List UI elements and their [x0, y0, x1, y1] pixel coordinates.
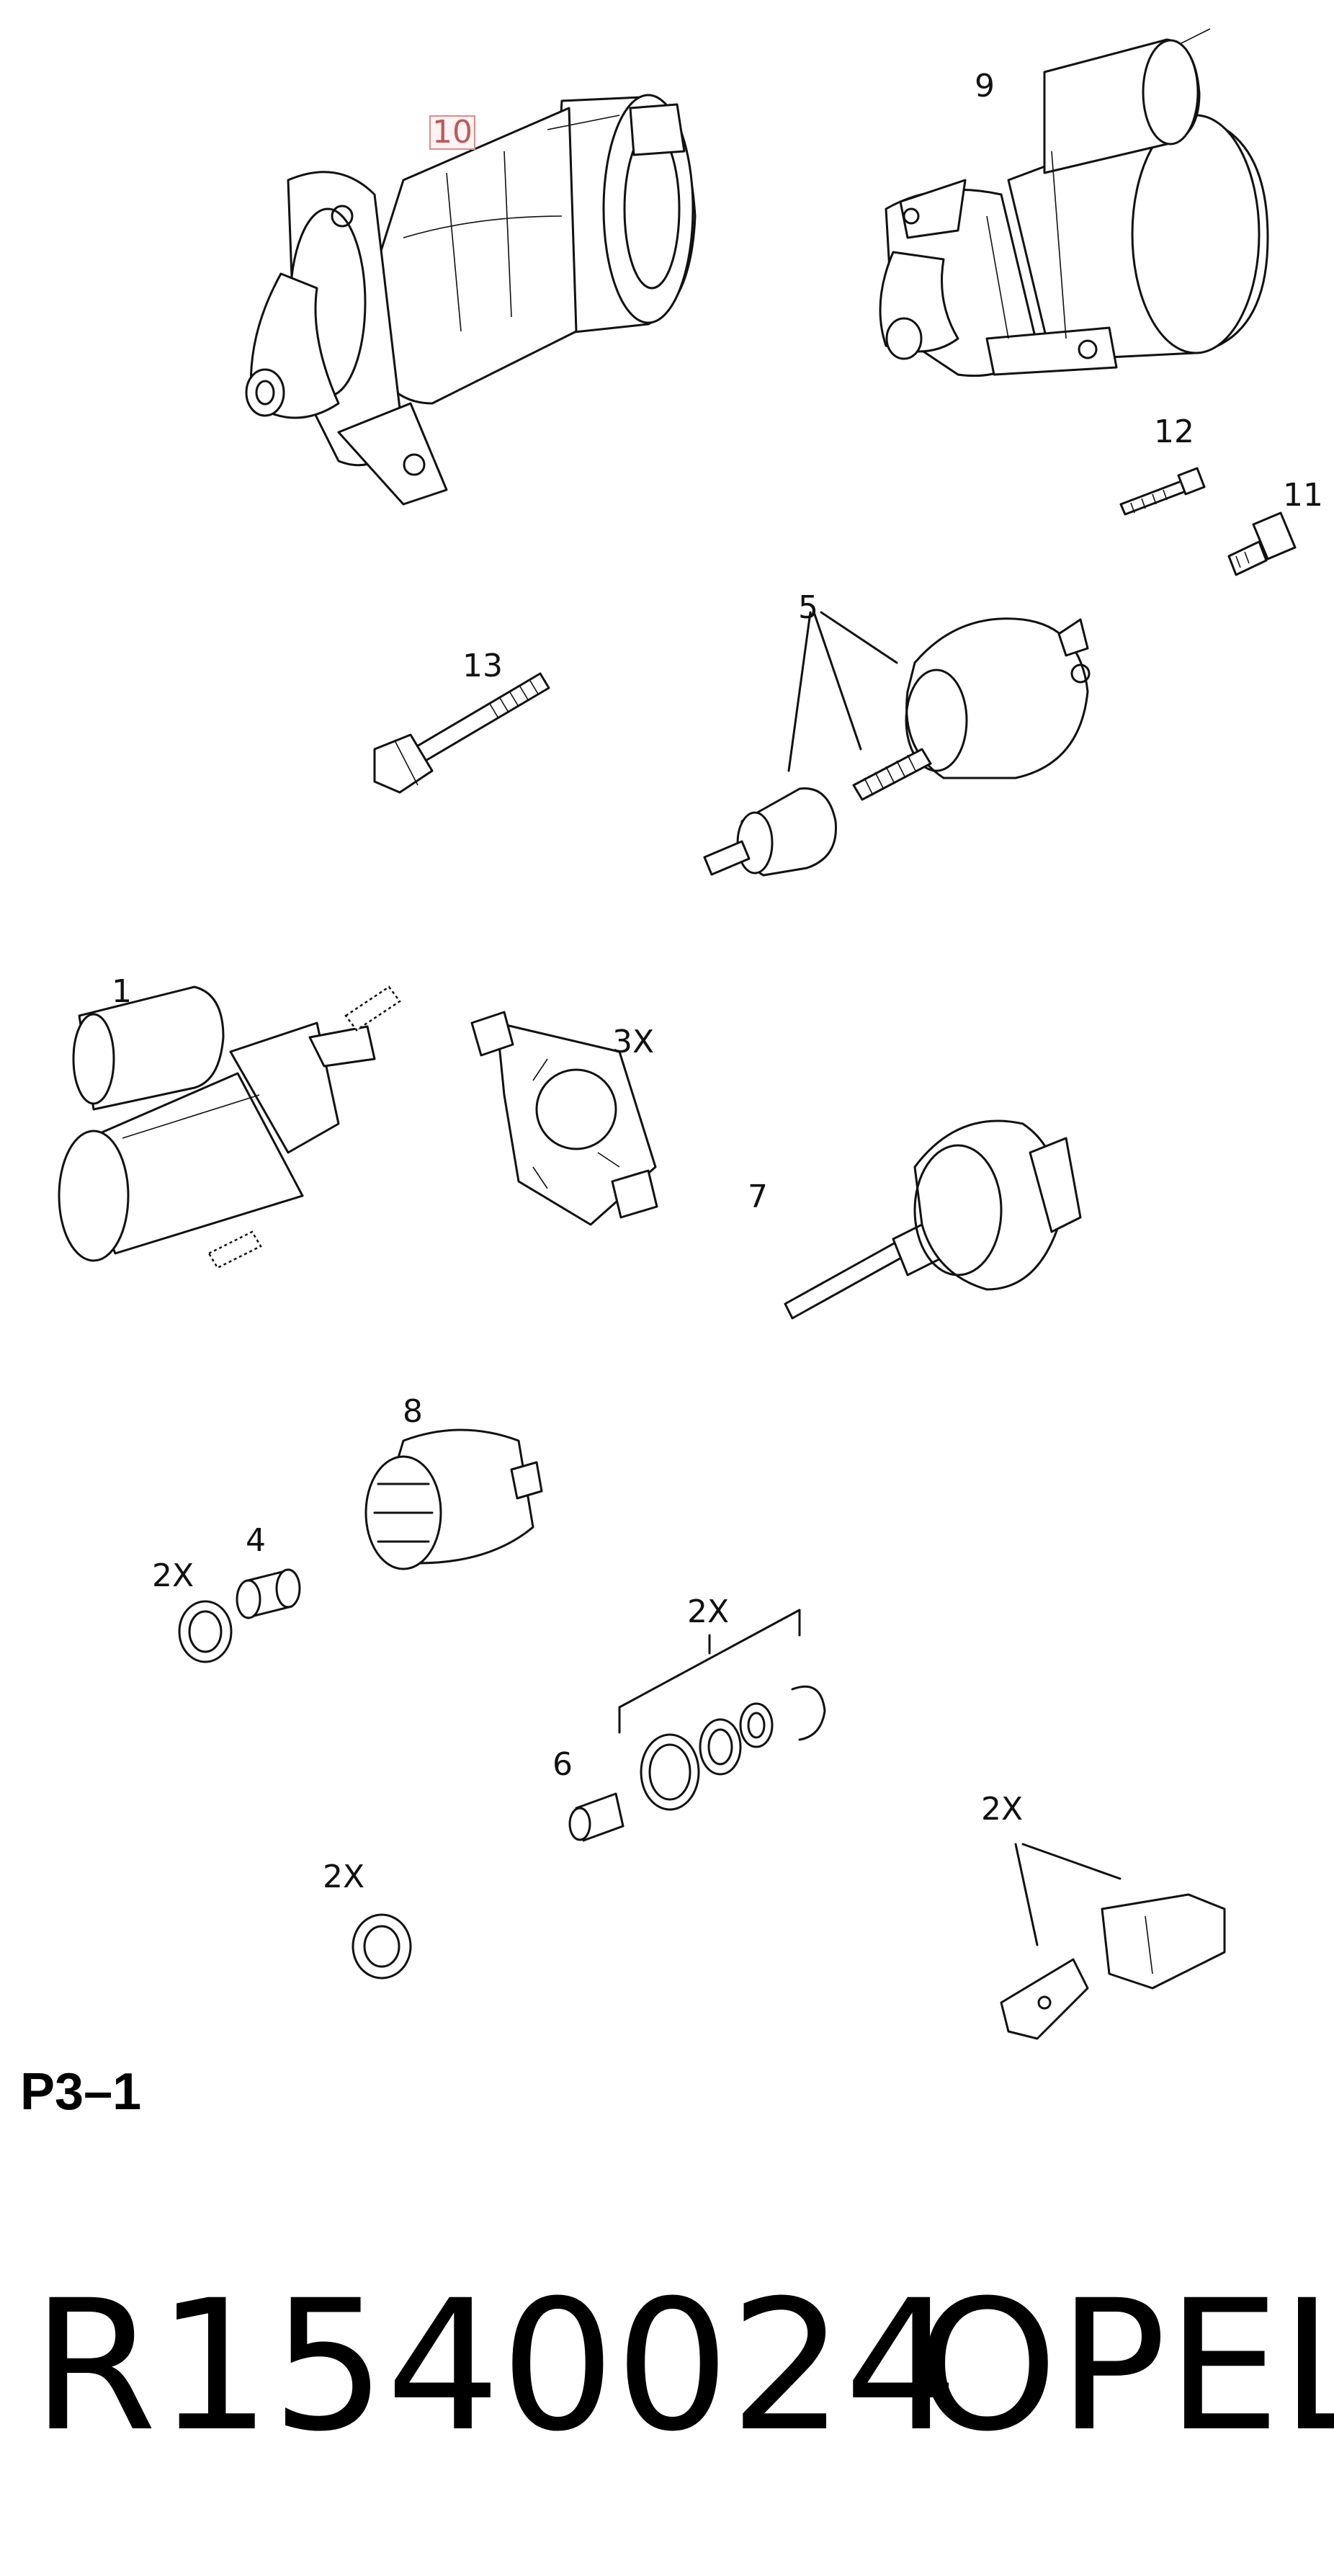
brand-name: OPEL: [916, 2261, 1334, 2471]
callout-1: 1: [112, 973, 132, 1010]
bearing-ring-2x: [178, 1600, 233, 1663]
starter-side-view-1: [58, 985, 401, 1269]
callout-11: 11: [1283, 477, 1323, 514]
starter-motor-view-9: [879, 28, 1269, 377]
callout-5: 5: [798, 589, 818, 626]
callout-10: 10: [429, 115, 475, 150]
callout-4: 4: [246, 1522, 266, 1559]
callout-12: 12: [1154, 413, 1194, 450]
callout-6: 6: [552, 1746, 573, 1783]
long-bolt-13: [373, 672, 550, 794]
callout-3x: 3X: [612, 1024, 655, 1060]
part-number: R1540024: [32, 2261, 959, 2471]
bushing-6: [568, 1792, 625, 1842]
armature-assembly-7: [784, 1119, 1082, 1320]
brush-holder-3: [470, 1011, 658, 1226]
callout-9: 9: [975, 68, 995, 104]
bushing-4: [236, 1568, 301, 1619]
callout-13: 13: [462, 648, 503, 684]
callout-2x-terminal: 2X: [981, 1791, 1024, 1828]
callout-7: 7: [748, 1179, 768, 1215]
callout-2x-bushing: 2X: [152, 1557, 194, 1594]
starter-motor-assembly-10: [245, 94, 697, 506]
callout-2x-washer: 2X: [323, 1859, 365, 1895]
sheet-code: P3–1: [20, 2063, 142, 2121]
callout-2x-rings: 2X: [687, 1593, 730, 1630]
washer-2x: [352, 1913, 412, 1980]
ring-set-2x: [618, 1609, 826, 1811]
solenoid-switch-5: [703, 611, 1091, 877]
bolt-11: [1227, 511, 1297, 576]
screw-12: [1119, 467, 1206, 516]
callout-8: 8: [403, 1393, 423, 1430]
terminal-and-cap-2x: [1000, 1843, 1226, 2040]
pinion-drive-8: [364, 1428, 543, 1570]
